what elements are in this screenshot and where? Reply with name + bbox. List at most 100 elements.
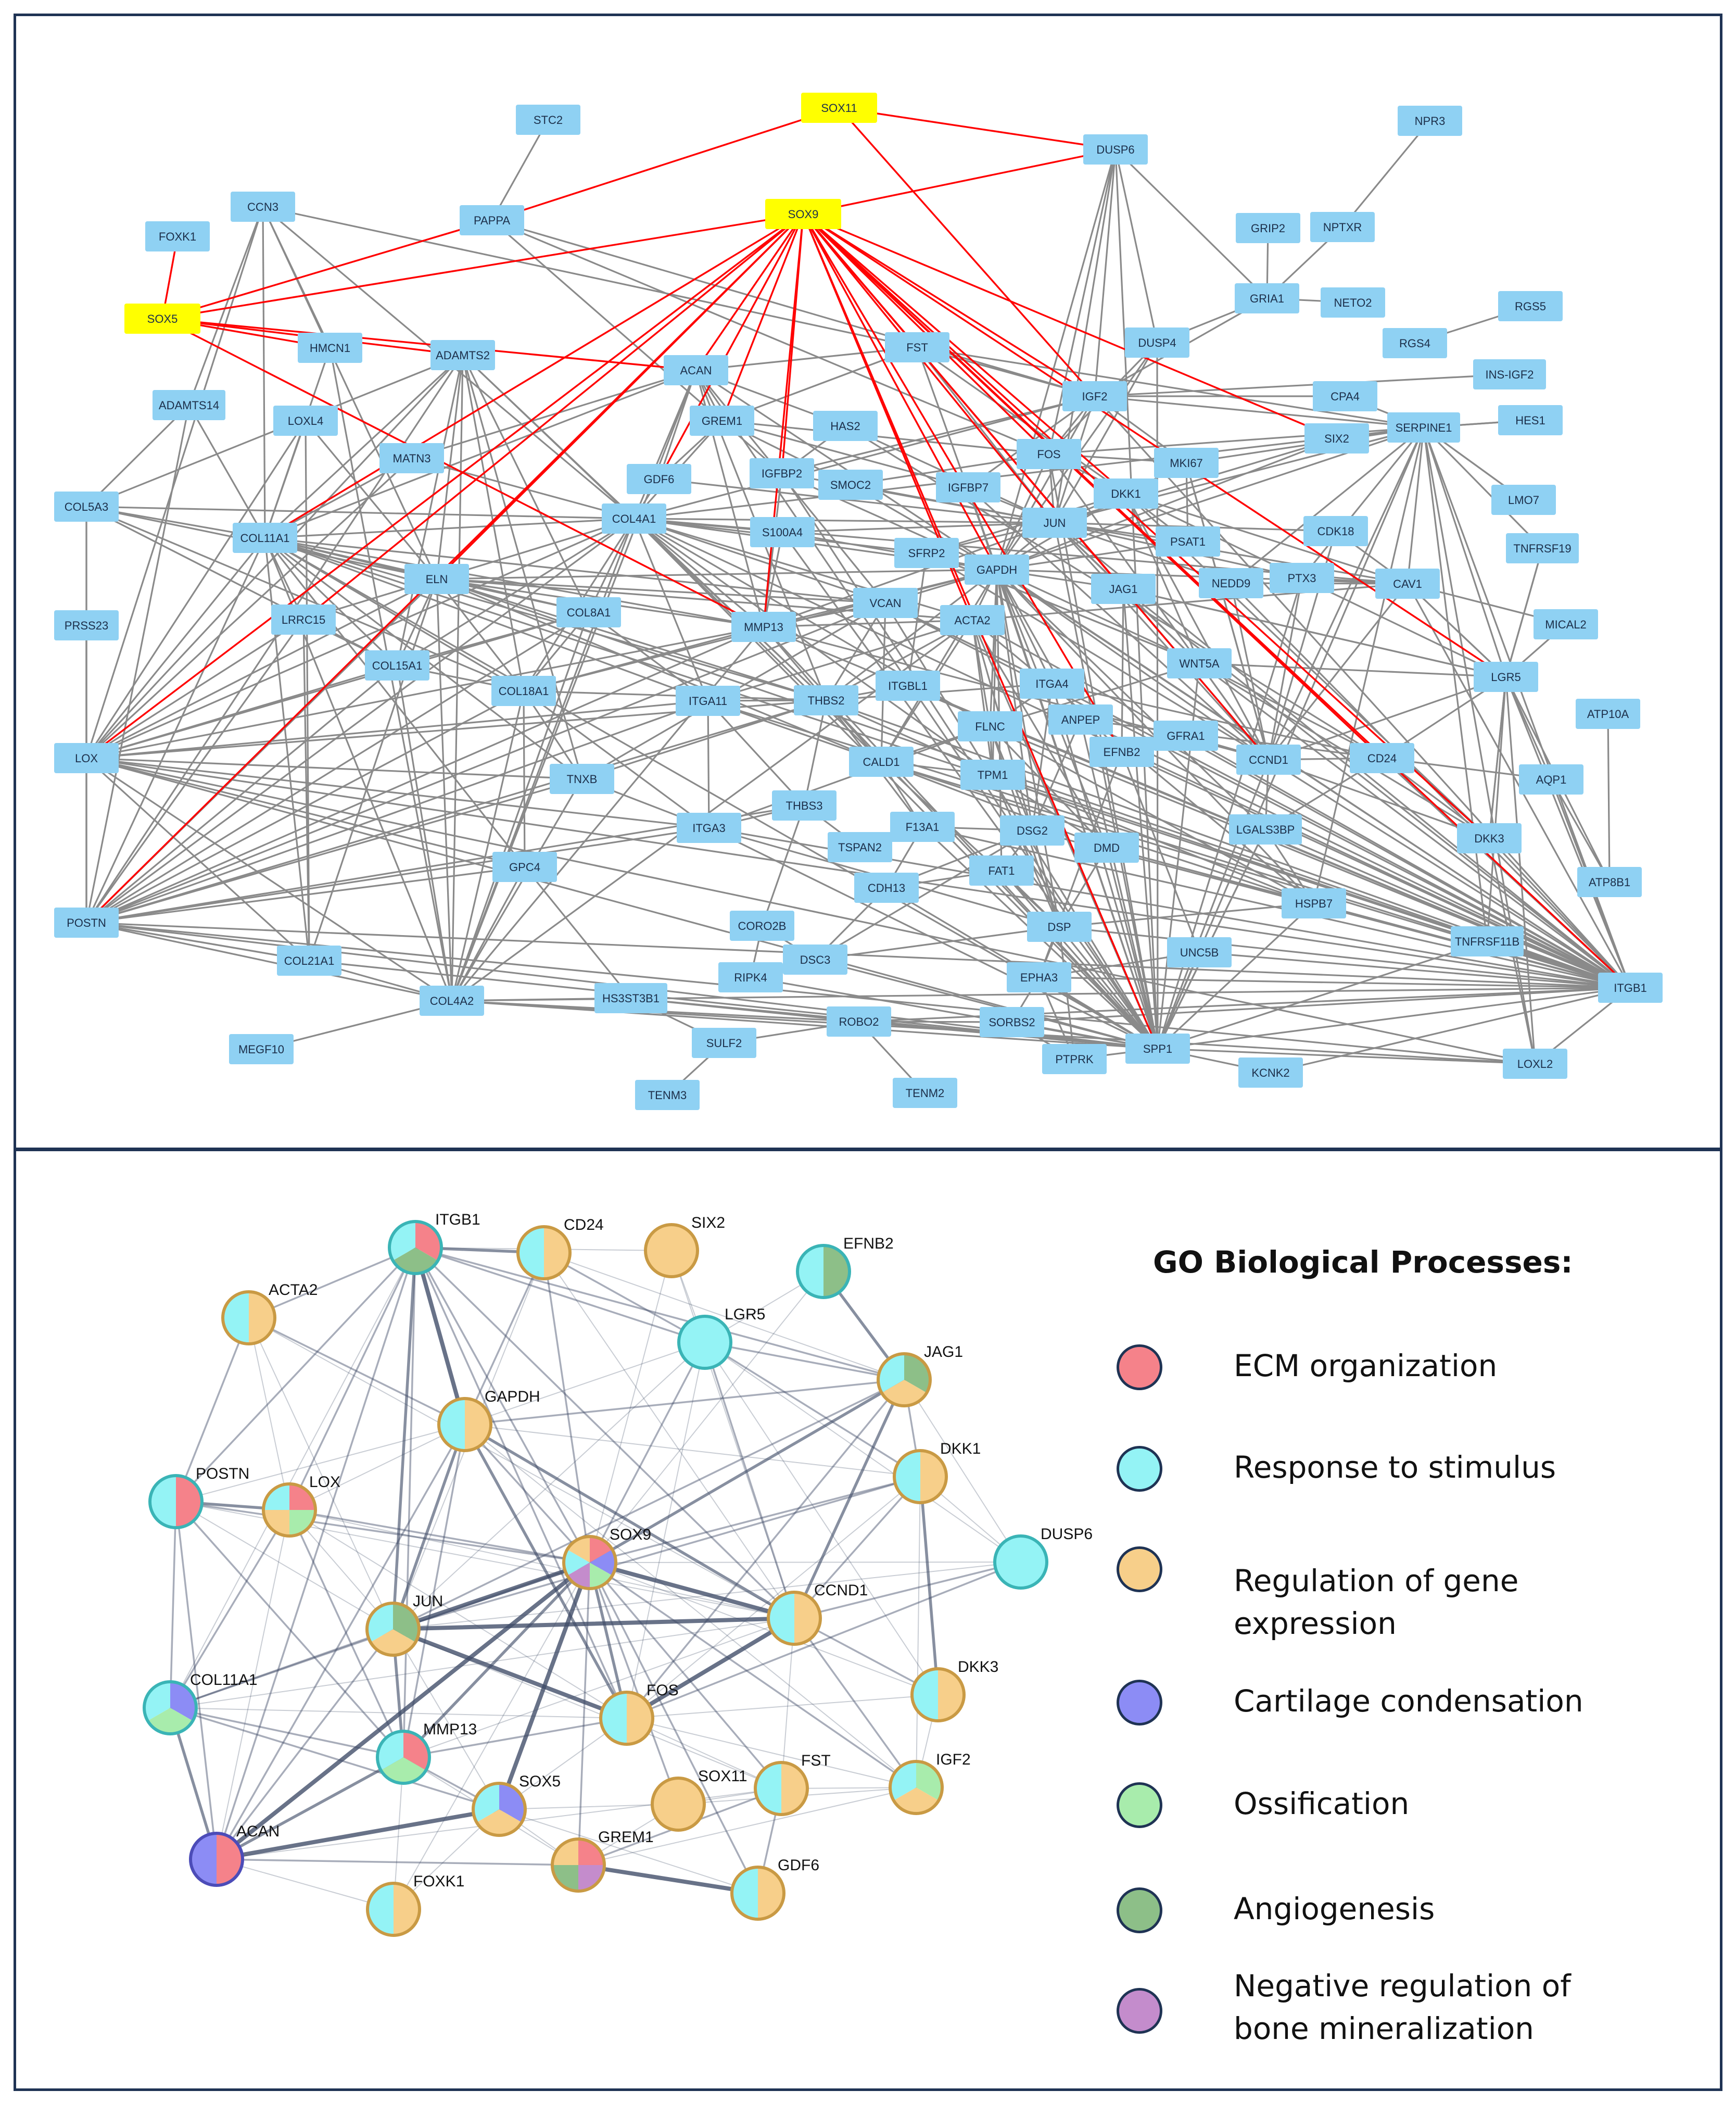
string-node-sox9[interactable]: SOX9 [562,1526,651,1590]
string-node-fos[interactable]: FOS [599,1682,679,1746]
ppi-node-thbs3[interactable]: THBS3 [772,790,837,821]
ppi-node-igfbp2[interactable]: IGFBP2 [750,458,814,488]
ppi-node-stc2[interactable]: STC2 [516,105,580,135]
ppi-node-dusp4[interactable]: DUSP4 [1125,328,1189,358]
string-node-cd24[interactable]: CD24 [516,1216,604,1280]
ppi-node-eln[interactable]: ELN [404,564,469,594]
string-node-gdf6[interactable]: GDF6 [730,1857,819,1921]
ppi-node-six2[interactable]: SIX2 [1304,423,1369,454]
ppi-node-cdh13[interactable]: CDH13 [854,873,919,903]
ppi-node-rgs5[interactable]: RGS5 [1498,291,1563,321]
ppi-node-sorbs2[interactable]: SORBS2 [980,1007,1044,1037]
ppi-node-grem1[interactable]: GREM1 [690,406,754,436]
ppi-node-coro2b[interactable]: CORO2B [730,911,794,941]
ppi-node-fos[interactable]: FOS [1017,439,1081,469]
ppi-node-gfra1[interactable]: GFRA1 [1154,721,1218,751]
string-node-ccnd1[interactable]: CCND1 [767,1582,868,1646]
ppi-node-igf2[interactable]: IGF2 [1062,381,1127,411]
ppi-node-mmp13[interactable]: MMP13 [731,612,796,642]
ppi-node-sfrp2[interactable]: SFRP2 [894,538,959,568]
ppi-node-foxk1[interactable]: FOXK1 [145,221,210,251]
ppi-node-dsg2[interactable]: DSG2 [1000,815,1065,846]
ppi-node-gpc4[interactable]: GPC4 [492,852,557,882]
ppi-node-col4a2[interactable]: COL4A2 [420,986,484,1016]
ppi-node-tnxb[interactable]: TNXB [550,764,614,794]
ppi-node-dusp6[interactable]: DUSP6 [1083,134,1148,165]
string-node-foxk1[interactable]: FOXK1 [366,1873,464,1937]
ppi-node-sox11[interactable]: SOX11 [801,93,877,123]
ppi-node-itgb1[interactable]: ITGB1 [1598,973,1663,1003]
ppi-node-pappa[interactable]: PAPPA [460,205,524,235]
string-node-sox11[interactable]: SOX11 [651,1768,747,1832]
ppi-node-gria1[interactable]: GRIA1 [1235,283,1299,313]
ppi-node-dsc3[interactable]: DSC3 [783,945,847,975]
ppi-node-adamts14[interactable]: ADAMTS14 [153,390,225,420]
ppi-node-col11a1[interactable]: COL11A1 [233,523,297,553]
ppi-node-tnfrsf19[interactable]: TNFRSF19 [1506,533,1579,563]
ppi-node-wnt5a[interactable]: WNT5A [1167,648,1232,678]
ppi-node-flnc[interactable]: FLNC [958,711,1022,741]
ppi-node-kcnk2[interactable]: KCNK2 [1238,1057,1303,1088]
string-node-igf2[interactable]: IGF2 [889,1751,971,1815]
ppi-node-dmd[interactable]: DMD [1074,833,1139,863]
ppi-node-dkk1[interactable]: DKK1 [1094,478,1158,509]
ppi-node-ripk4[interactable]: RIPK4 [718,962,783,992]
ppi-node-tenm3[interactable]: TENM3 [635,1080,700,1110]
ppi-node-tenm2[interactable]: TENM2 [893,1078,957,1108]
ppi-node-atp8b1[interactable]: ATP8B1 [1577,867,1642,897]
ppi-node-epha3[interactable]: EPHA3 [1007,962,1071,992]
ppi-node-ccn3[interactable]: CCN3 [231,192,295,222]
ppi-node-sulf2[interactable]: SULF2 [692,1028,756,1058]
ppi-node-cd24[interactable]: CD24 [1350,743,1414,773]
ppi-node-psat1[interactable]: PSAT1 [1156,526,1220,557]
ppi-node-lgals3bp[interactable]: LGALS3BP [1229,814,1302,845]
ppi-node-col21a1[interactable]: COL21A1 [277,946,341,976]
string-node-acan[interactable]: ACAN [189,1823,280,1887]
ppi-node-sox5[interactable]: SOX5 [124,304,200,334]
string-node-dkk3[interactable]: DKK3 [910,1658,998,1722]
ppi-node-aqp1[interactable]: AQP1 [1519,764,1583,795]
ppi-node-mical2[interactable]: MICAL2 [1534,609,1598,639]
ppi-node-loxl2[interactable]: LOXL2 [1503,1049,1567,1079]
string-node-jag1[interactable]: JAG1 [877,1343,963,1407]
ppi-node-vcan[interactable]: VCAN [853,588,918,618]
ppi-node-cdk18[interactable]: CDK18 [1303,516,1368,546]
ppi-node-itga11[interactable]: ITGA11 [676,686,740,716]
ppi-node-serpine1[interactable]: SERPINE1 [1387,412,1460,443]
ppi-node-spp1[interactable]: SPP1 [1125,1034,1190,1064]
ppi-node-ptprk[interactable]: PTPRK [1042,1044,1107,1074]
ppi-node-anpep[interactable]: ANPEP [1048,704,1113,735]
string-node-grem1[interactable]: GREM1 [551,1829,654,1893]
ppi-node-sox9[interactable]: SOX9 [765,199,841,229]
ppi-node-nptxr[interactable]: NPTXR [1310,212,1375,242]
ppi-node-unc5b[interactable]: UNC5B [1167,937,1232,967]
ppi-node-tnfrsf11b[interactable]: TNFRSF11B [1451,926,1524,956]
ppi-node-cpa4[interactable]: CPA4 [1313,381,1377,411]
ppi-node-acta2[interactable]: ACTA2 [940,605,1005,635]
ppi-node-fat1[interactable]: FAT1 [969,855,1034,886]
string-node-six2[interactable]: SIX2 [644,1214,725,1278]
ppi-node-itga4[interactable]: ITGA4 [1020,669,1084,699]
string-node-postn[interactable]: POSTN [148,1465,249,1529]
ppi-node-s100a4[interactable]: S100A4 [750,517,815,547]
string-node-sox5[interactable]: SOX5 [472,1773,561,1837]
ppi-node-jag1[interactable]: JAG1 [1091,574,1156,604]
string-node-fst[interactable]: FST [754,1752,831,1816]
ppi-node-f13a1[interactable]: F13A1 [890,812,955,842]
ppi-node-mki67[interactable]: MKI67 [1154,448,1219,478]
ppi-node-col18a1[interactable]: COL18A1 [491,676,556,706]
ppi-node-acan[interactable]: ACAN [664,355,728,385]
string-node-col11a1[interactable]: COL11A1 [143,1671,258,1735]
string-node-efnb2[interactable]: EFNB2 [796,1235,894,1299]
ppi-node-matn3[interactable]: MATN3 [379,443,444,473]
ppi-node-tspan2[interactable]: TSPAN2 [828,832,892,862]
ppi-node-hs3st3b1[interactable]: HS3ST3B1 [594,983,667,1013]
ppi-node-lmo7[interactable]: LMO7 [1491,485,1556,515]
ppi-node-col4a1[interactable]: COL4A1 [602,503,666,534]
ppi-node-fst[interactable]: FST [885,332,949,362]
ppi-node-nedd9[interactable]: NEDD9 [1199,568,1263,598]
ppi-node-ccnd1[interactable]: CCND1 [1236,745,1301,775]
ppi-node-tpm1[interactable]: TPM1 [960,760,1025,790]
ppi-node-col15a1[interactable]: COL15A1 [365,650,429,681]
ppi-node-gdf6[interactable]: GDF6 [627,464,691,494]
